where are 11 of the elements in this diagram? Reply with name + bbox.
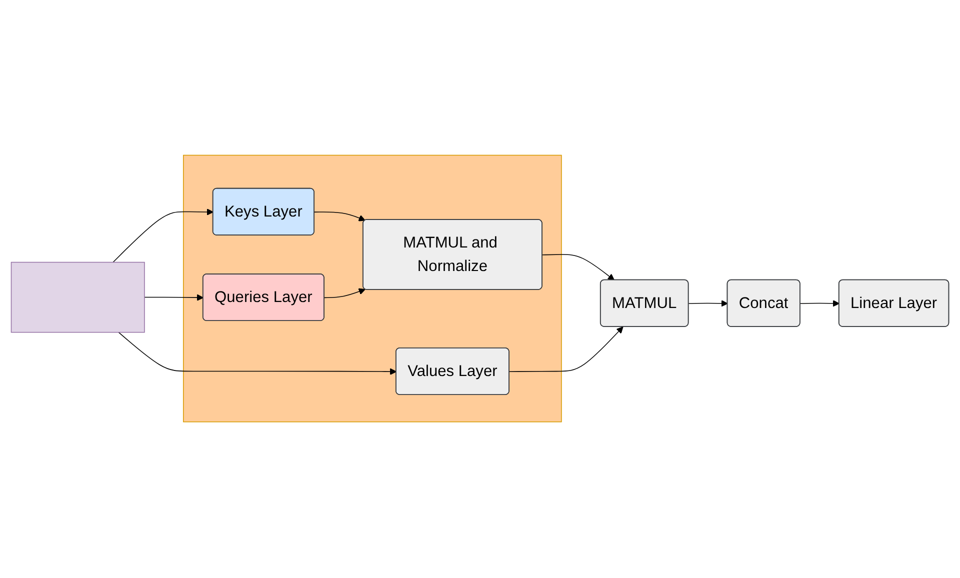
arrow — [112, 209, 214, 264]
arrow — [542, 254, 615, 281]
arrow — [509, 327, 624, 372]
arrow — [118, 332, 397, 376]
arrow — [688, 300, 728, 308]
arrow — [314, 212, 366, 222]
node-grid — [10, 262, 145, 334]
cluster — [183, 155, 562, 423]
arrow — [800, 300, 840, 308]
arrow — [144, 294, 204, 302]
arrow — [324, 288, 366, 299]
